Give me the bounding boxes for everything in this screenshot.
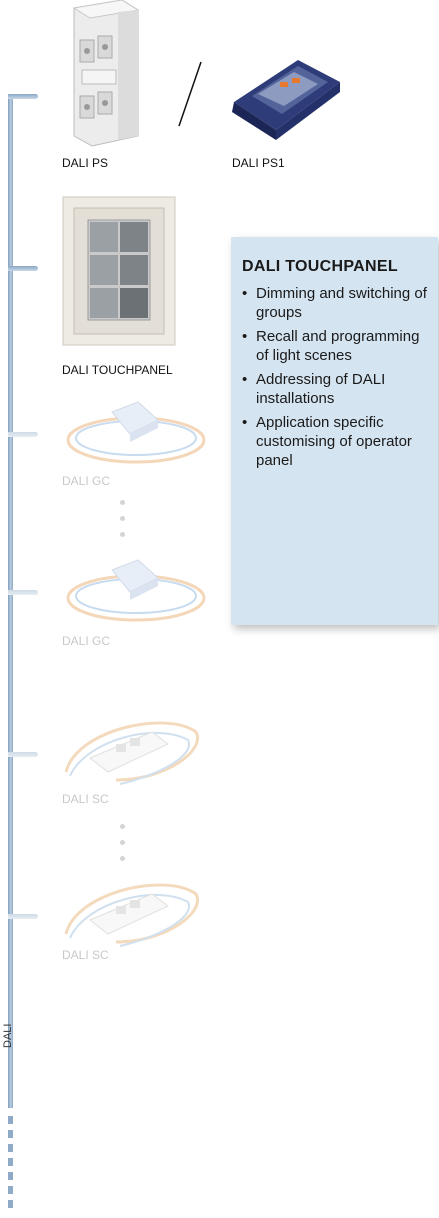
dali-bus-dash: [8, 1172, 13, 1180]
power-supply-unit-icon: [232, 60, 340, 140]
dali-bus-dash: [8, 1116, 13, 1124]
bus-tap-sc-1: [8, 752, 38, 757]
info-panel-title: DALI TOUCHPANEL: [242, 258, 398, 275]
ellipsis-dot: [120, 532, 125, 537]
dali-bus-dash: [8, 1144, 13, 1152]
bus-tap-gc-2: [8, 590, 38, 595]
bus-tap-sc-2: [8, 914, 38, 919]
dali-bus-line: [8, 96, 13, 1108]
feature-item: Recall and programming of light scenes: [242, 327, 432, 365]
bus-tap-gc-1: [8, 432, 38, 437]
alternative-separator-slash: [178, 61, 202, 127]
bus-tap-ps: [8, 94, 38, 99]
ellipsis-dot: [120, 840, 125, 845]
feature-list: Dimming and switching of groups Recall a…: [231, 284, 438, 470]
scene-controller-icon: [64, 721, 200, 785]
dali-bus-dash: [8, 1200, 13, 1208]
feature-item: Application specific customising of oper…: [242, 413, 432, 470]
device-label-ps: DALI PS: [62, 156, 109, 170]
dali-bus-dash: [8, 1186, 13, 1194]
group-controller-icon: [66, 559, 206, 622]
device-label-gc-2: DALI GC: [62, 634, 111, 648]
group-controller-icon: [66, 401, 206, 464]
device-label-ps1: DALI PS1: [232, 156, 285, 170]
dali-bus-dash: [8, 1130, 13, 1138]
ellipsis-dot: [120, 500, 125, 505]
touchpanel-icon: [62, 196, 176, 346]
ellipsis-dot: [120, 516, 125, 521]
device-label-sc-1: DALI SC: [62, 792, 109, 806]
feature-item: Addressing of DALI installations: [242, 370, 432, 408]
device-label-touchpanel: DALI TOUCHPANEL: [62, 363, 173, 377]
device-label-gc-1: DALI GC: [62, 474, 111, 488]
power-supply-rail-icon: [72, 0, 140, 147]
bus-tap-touchpanel: [8, 266, 38, 271]
dali-bus-label: DALI: [2, 1023, 14, 1048]
ellipsis-dot: [120, 824, 125, 829]
device-label-sc-2: DALI SC: [62, 948, 109, 962]
touchpanel-info-panel: DALI TOUCHPANEL Dimming and switching of…: [231, 237, 438, 625]
scene-controller-icon: [64, 883, 200, 947]
feature-item: Dimming and switching of groups: [242, 284, 432, 322]
ellipsis-dot: [120, 856, 125, 861]
dali-bus-dash: [8, 1158, 13, 1166]
